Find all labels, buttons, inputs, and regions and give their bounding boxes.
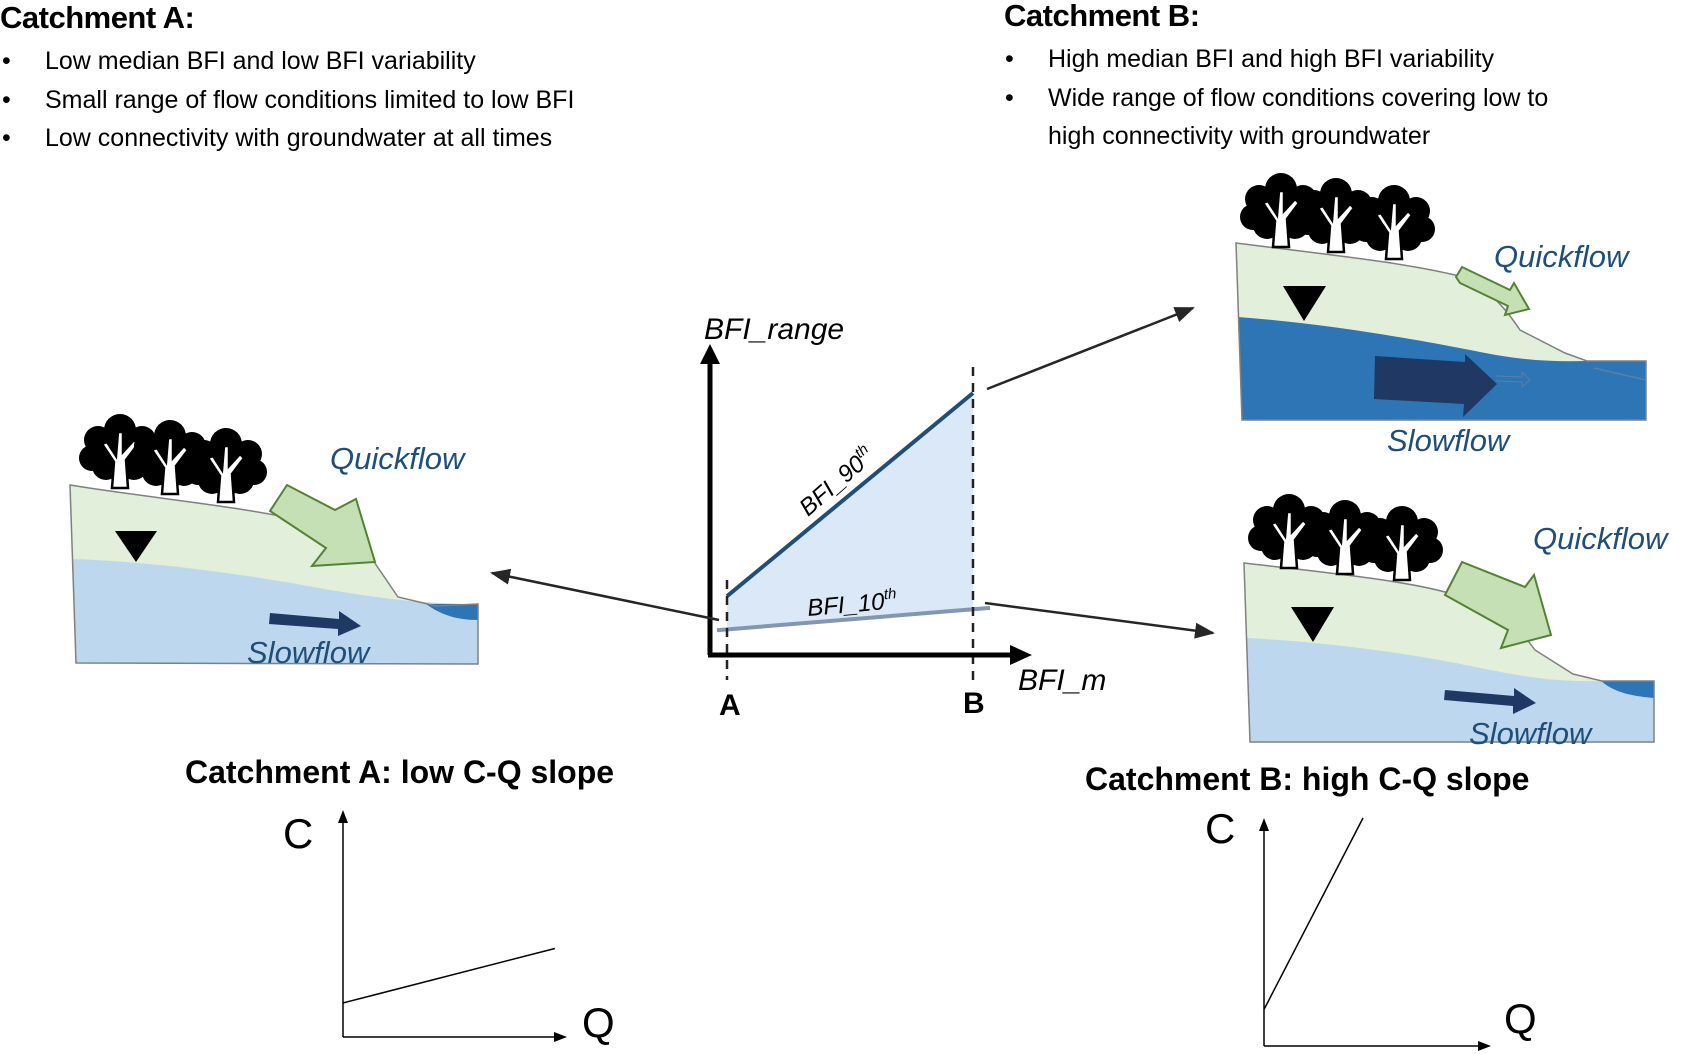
cq-a-x-label: Q: [582, 999, 615, 1046]
bfi-range-area: [727, 393, 973, 630]
marker-b-label: B: [963, 687, 985, 720]
slowflow-label: Slowflow: [247, 635, 372, 670]
cq-a-line: [342, 947, 556, 1004]
connector-arrow-to-catchment-b-low: [984, 601, 1215, 639]
marker-a-label: A: [719, 689, 741, 722]
catchment-a-bullet: •Low connectivity with groundwater at al…: [0, 119, 574, 158]
slowflow-arrow-icon: [1374, 354, 1497, 417]
bfi-10th-line: [716, 605, 991, 633]
bfi-range-plot: BFI_range BFI_m A B BFI_90th BFI_10th: [700, 313, 1106, 722]
cq-b-x-arrowhead-icon: [1478, 1041, 1491, 1051]
cq-a-x-arrowhead-icon: [554, 1032, 567, 1042]
connector-arrow-to-catchment-b-high: [986, 306, 1195, 391]
bullet-icon: •: [2, 124, 11, 152]
groundwater-layer: [72, 559, 478, 664]
cq-b-line: [1263, 817, 1364, 1010]
x-axis-label: BFI_m: [1018, 664, 1106, 697]
quickflow-arrow-icon: [1443, 560, 1553, 650]
quickflow-label: Quickflow: [1494, 239, 1631, 274]
slowflow-arrow-icon: [269, 611, 361, 636]
catchment-b-title: Catchment B:: [1004, 0, 1200, 33]
quickflow-label: Quickflow: [1533, 521, 1670, 556]
hillslope-catchment-a: Quickflow Slowflow: [69, 412, 479, 670]
cq-plot-catchment-b: Catchment B: high C-Q slope C Q: [1085, 761, 1537, 1051]
cq-a-y-arrowhead-icon: [338, 810, 348, 823]
slowflow-label: Slowflow: [1469, 716, 1594, 751]
bullet-icon: •: [2, 47, 11, 75]
cq-a-title: Catchment A: low C-Q slope: [185, 754, 614, 790]
hillslope-catchment-b-low: Quickflow Slowflow: [1243, 492, 1670, 751]
groundwater-layer: [1246, 638, 1654, 742]
y-axis-label: BFI_range: [704, 313, 844, 346]
catchment-b-bullet-continued: high connectivity with groundwater: [1048, 122, 1431, 150]
catchment-a-title: Catchment A:: [0, 0, 195, 35]
cq-b-x-label: Q: [1504, 995, 1537, 1042]
connector-arrow-to-catchment-a: [490, 568, 720, 622]
water-table-icon: [1283, 286, 1326, 321]
cq-plot-catchment-a: Catchment A: low C-Q slope C Q: [185, 754, 615, 1046]
bullet-icon: •: [1005, 83, 1014, 112]
hillslope-catchment-b-high: Quickflow Slowflow: [1235, 171, 1647, 458]
quickflow-arrow-icon: [1454, 265, 1531, 317]
water-table-icon: [1291, 607, 1334, 642]
quickflow-arrow-icon: [268, 483, 377, 568]
bfi-90th-line: [725, 391, 975, 598]
catchment-a-bullets: •Low median BFI and low BFI variability …: [0, 42, 574, 158]
stream-water: [426, 604, 478, 620]
cq-b-y-label: C: [1205, 805, 1235, 852]
y-axis-arrowhead-icon: [700, 344, 720, 364]
x-axis-arrowhead-icon: [1010, 645, 1032, 665]
cq-b-y-arrowhead-icon: [1259, 818, 1269, 831]
slowflow-label: Slowflow: [1387, 423, 1512, 458]
catchment-a-bullet: •Small range of flow conditions limited …: [0, 81, 574, 120]
quickflow-label: Quickflow: [330, 441, 467, 476]
stream-water: [1601, 681, 1654, 698]
cq-b-title: Catchment B: high C-Q slope: [1085, 761, 1529, 797]
catchment-a-bullet: •Low median BFI and low BFI variability: [0, 42, 574, 81]
slowflow-arrow-icon: [1444, 688, 1536, 714]
catchment-b-bullet: •High median BFI and high BFI variabilit…: [1003, 40, 1548, 79]
bullet-icon: •: [2, 85, 11, 114]
catchment-b-bullet: •Wide range of flow conditions covering …: [1003, 79, 1548, 118]
catchment-b-bullets: •High median BFI and high BFI variabilit…: [1003, 40, 1548, 156]
cq-a-y-label: C: [283, 810, 313, 857]
water-table-icon: [115, 531, 157, 562]
bullet-icon: •: [1005, 45, 1014, 73]
